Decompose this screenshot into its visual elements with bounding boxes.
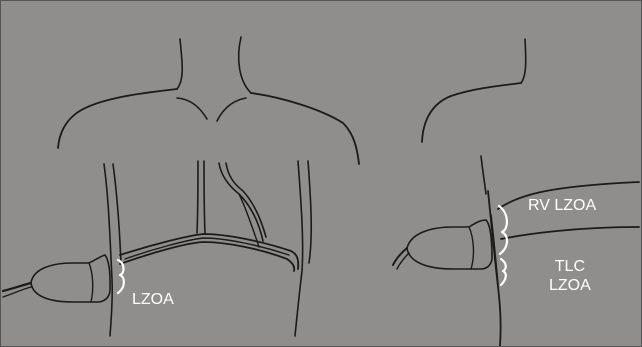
tlc-label-line1: TLC [549,257,591,276]
tlc-lzoa-label: TLC LZOA [549,257,591,295]
tlc-label-line2: LZOA [549,276,591,295]
rv-lzoa-label: RV LZOA [528,196,596,215]
left-lzoa-label: LZOA [132,290,174,309]
